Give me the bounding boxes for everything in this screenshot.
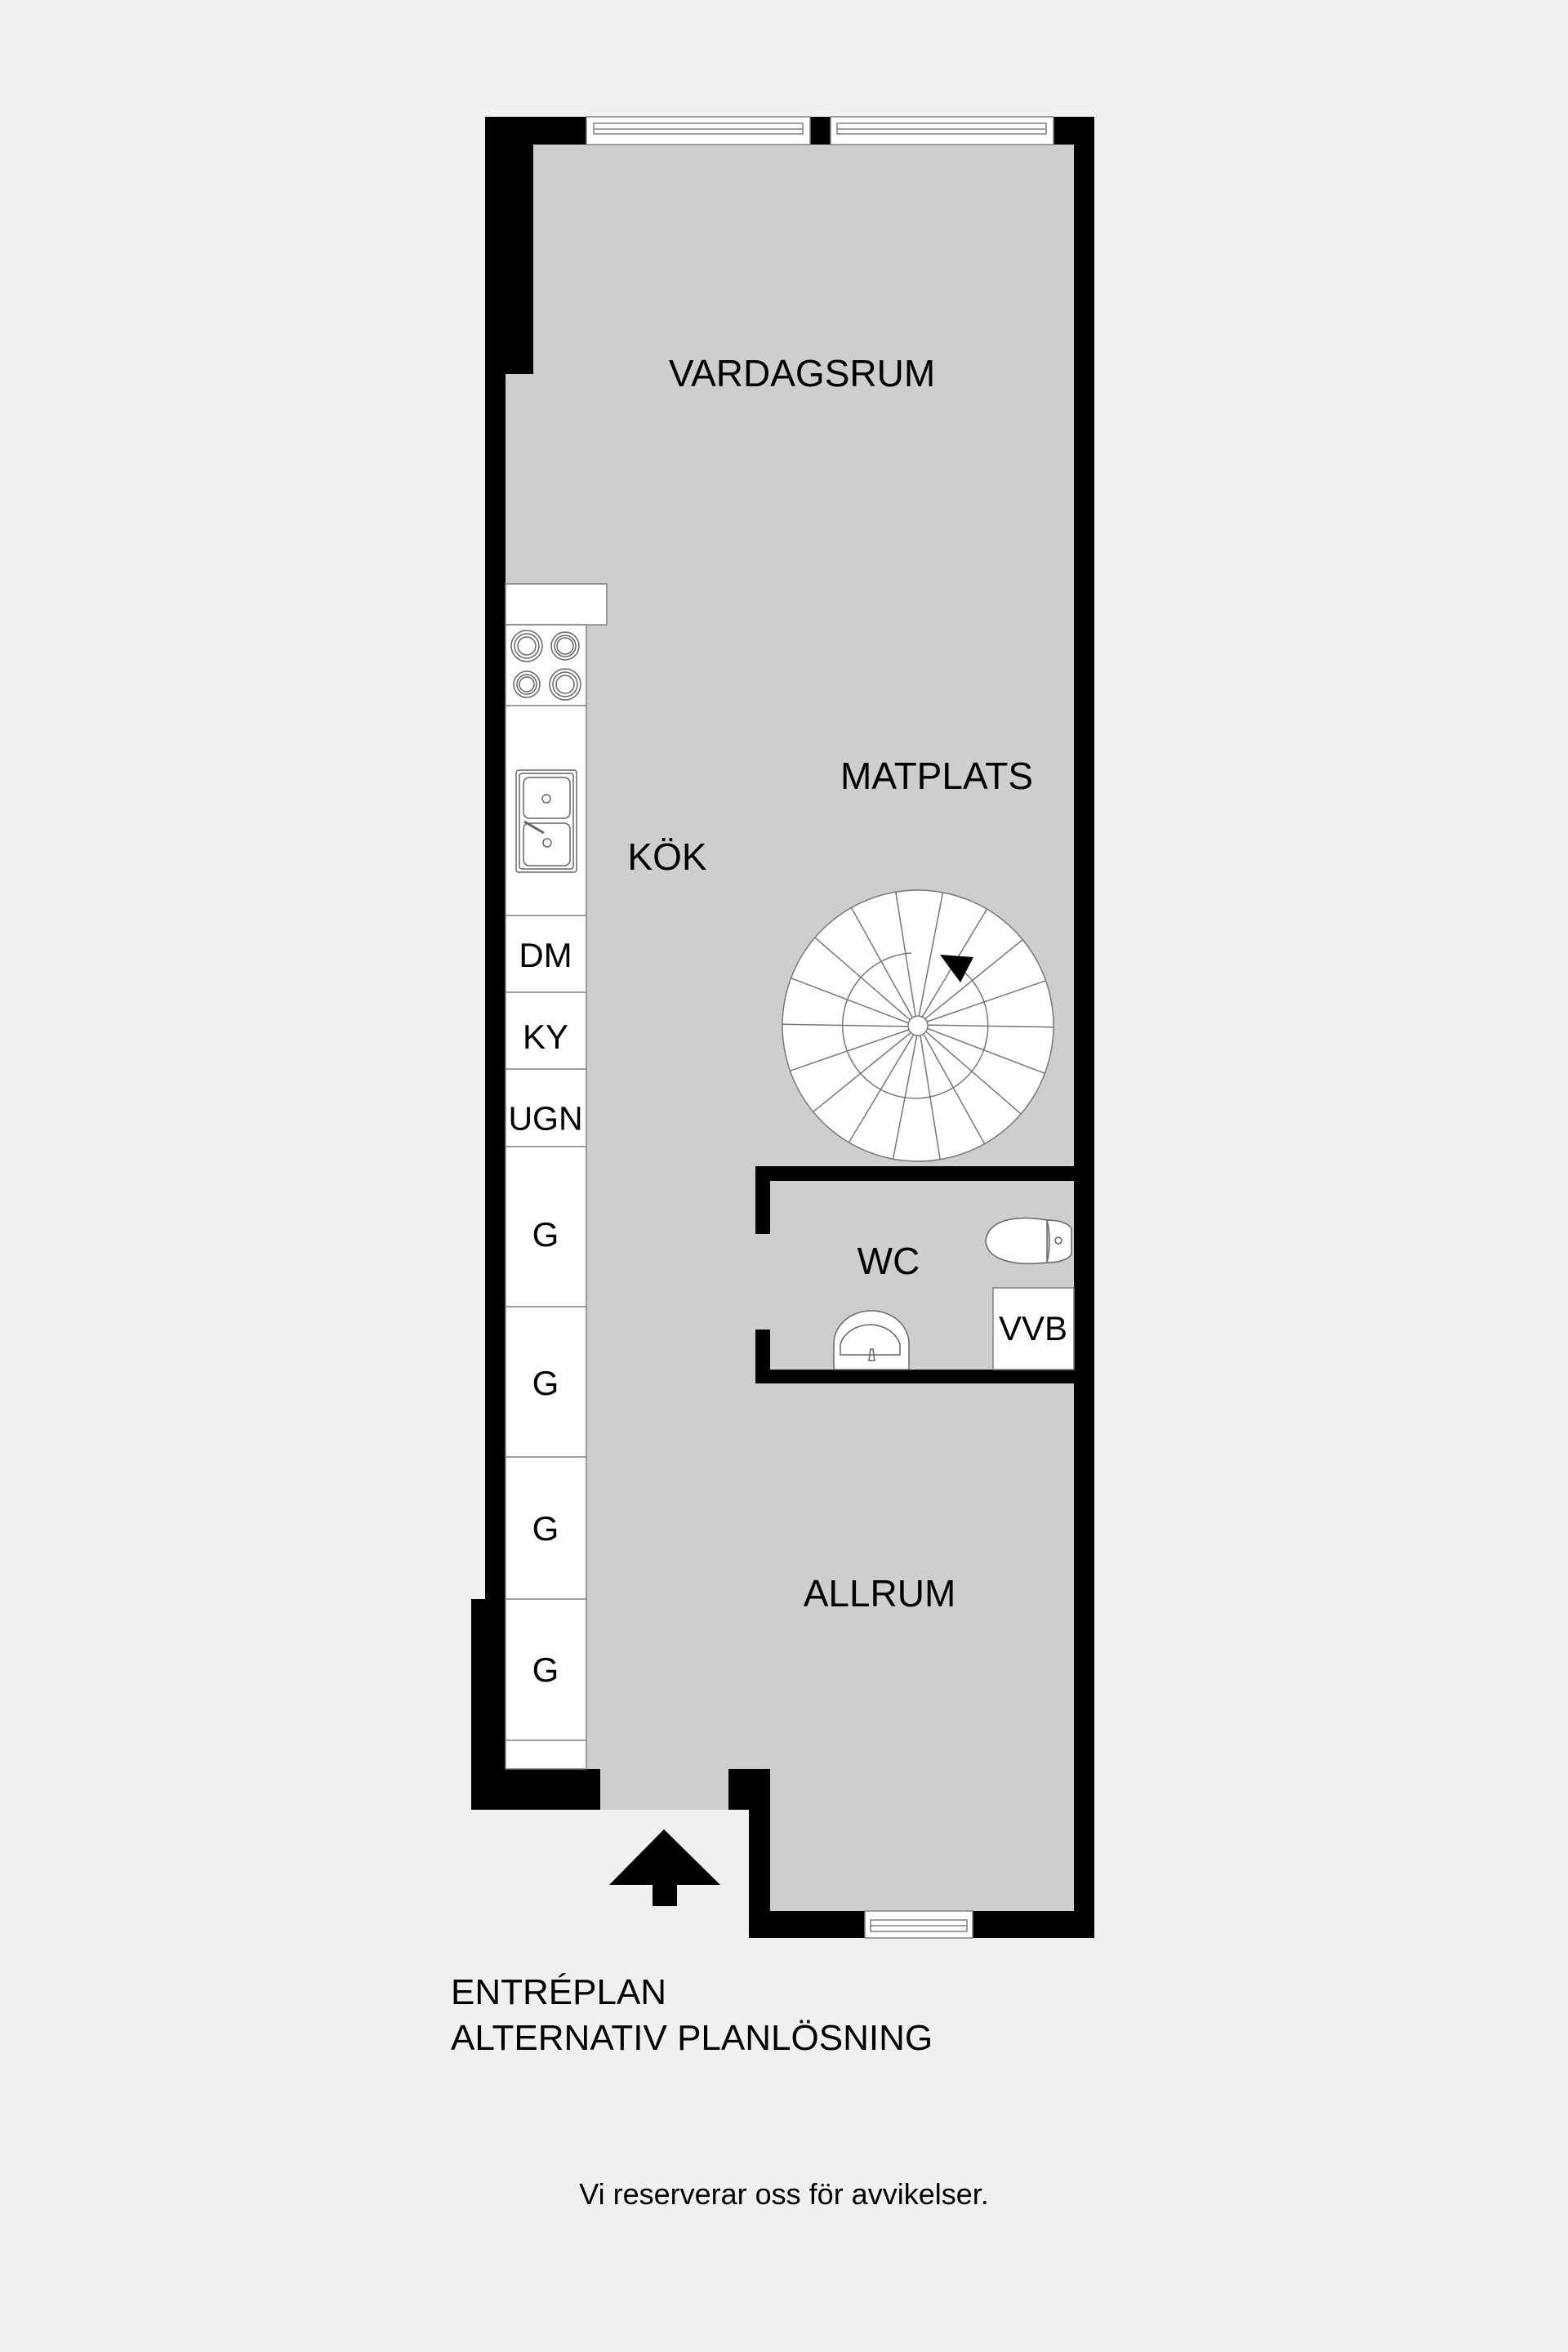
room-label-allrum: ALLRUM: [803, 1572, 956, 1615]
plan-title: ENTRÉPLAN: [451, 1972, 667, 2012]
unit-label-g3: G: [532, 1509, 559, 1548]
entrance-arrow-icon: [609, 1829, 720, 1906]
window-icon: [586, 116, 1054, 1939]
walls: [471, 117, 1094, 1938]
spiral-staircase-icon: [782, 889, 1054, 1162]
vvb-box: [992, 1287, 1075, 1370]
vvb-label: VVB: [998, 1309, 1068, 1348]
room-label-vardagsrum: VARDAGSRUM: [668, 352, 936, 394]
unit-label-ky: KY: [522, 1018, 569, 1056]
toilet-icon: [985, 1217, 1072, 1265]
room-label-wc: WC: [857, 1240, 920, 1282]
room-label-matplats: MATPLATS: [840, 755, 1033, 797]
plan-subtitle: ALTERNATIV PLANLÖSNING: [451, 2018, 933, 2058]
room-label-kok: KÖK: [627, 835, 707, 878]
disclaimer: Vi reserverar oss för avvikelser.: [579, 2177, 989, 2211]
unit-label-g1: G: [532, 1215, 559, 1254]
unit-label-dm: DM: [519, 936, 572, 974]
stove-icon: [510, 630, 581, 701]
kitchen-sink-icon: [515, 769, 577, 873]
unit-label-ugn: UGN: [508, 1099, 583, 1138]
washbasin-icon: [833, 1310, 910, 1370]
unit-label-g2: G: [532, 1364, 559, 1402]
unit-label-g4: G: [532, 1650, 559, 1689]
